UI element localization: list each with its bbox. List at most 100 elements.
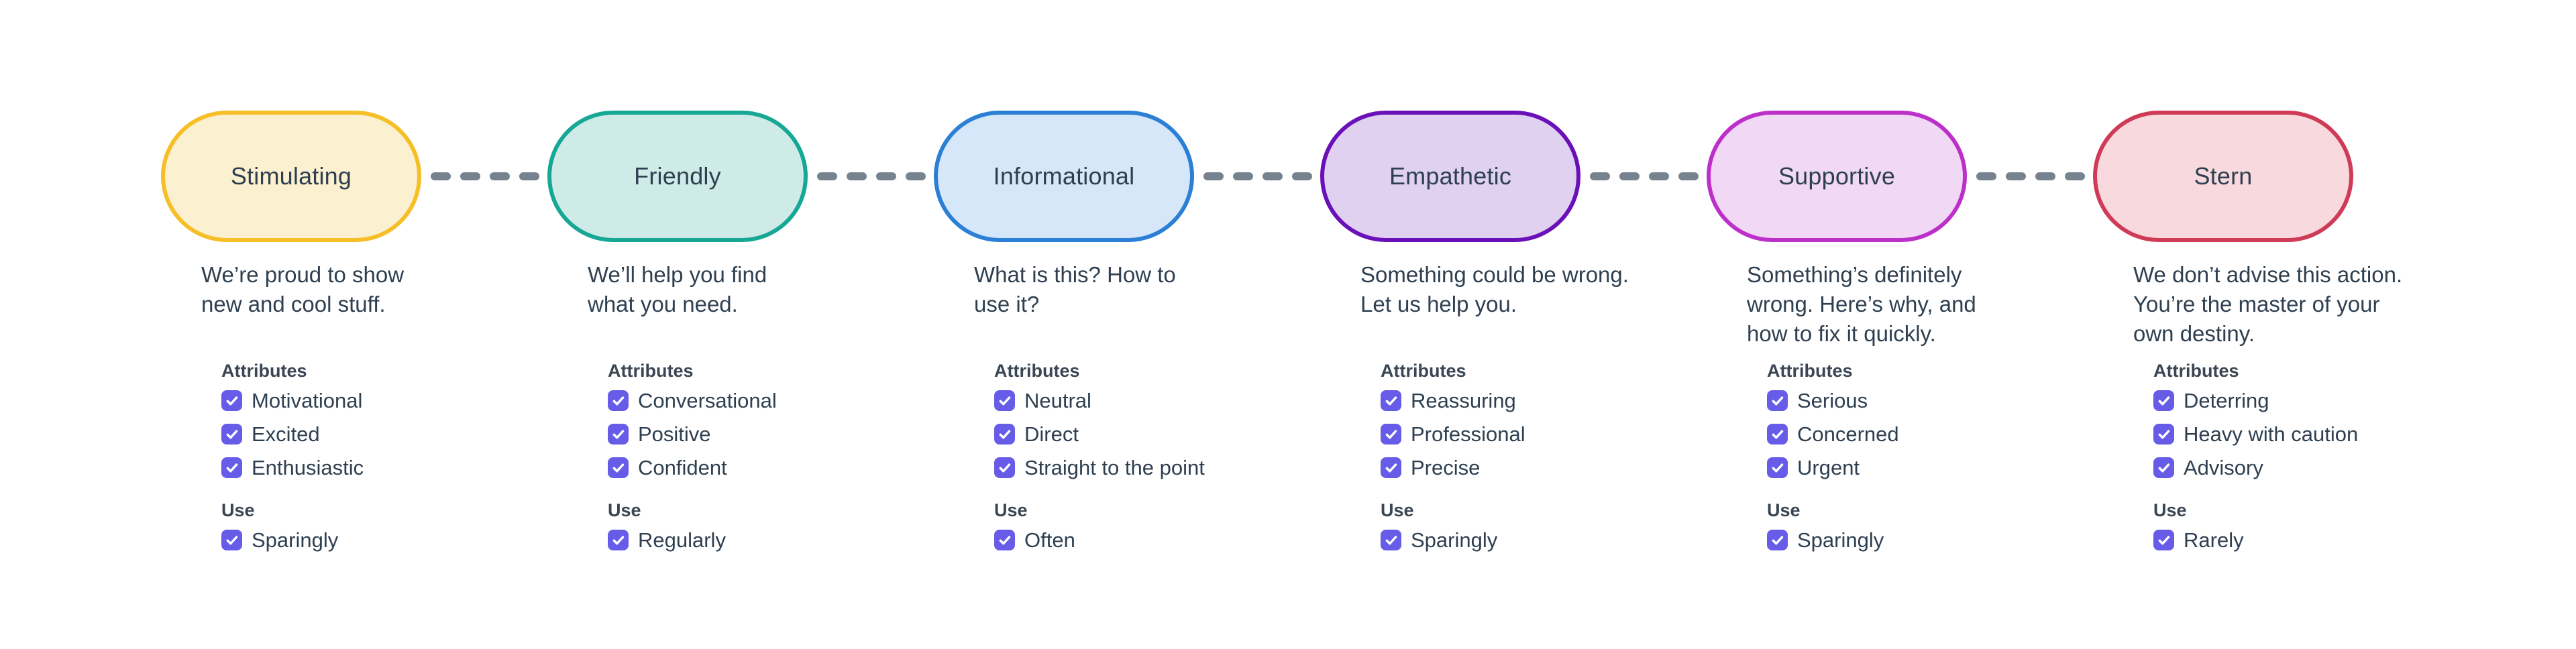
attribute-checkbox-row[interactable]: Positive — [608, 422, 777, 447]
checkbox-checked[interactable] — [2153, 424, 2174, 445]
attribute-label: Heavy with caution — [2184, 422, 2359, 446]
checkbox-checked[interactable] — [1767, 457, 1788, 478]
checkbox-checked[interactable] — [2153, 530, 2174, 550]
tone-description: We’ll help you find what you need. — [588, 260, 767, 319]
checkmark-icon — [612, 430, 625, 439]
tone-column: Informational What is this? How to use i… — [934, 0, 1320, 649]
tone-column: Stern We don’t advise this action. You’r… — [2093, 0, 2479, 649]
checkmark-icon — [1772, 463, 1784, 473]
tone-description: Something’s definitely wrong. Here’s why… — [1747, 260, 1976, 349]
description-line: You’re the master of your — [2133, 292, 2380, 316]
use-checkbox-row[interactable]: Sparingly — [1381, 528, 1497, 552]
attribute-checkbox-row[interactable]: Enthusiastic — [221, 455, 364, 480]
checkmark-icon — [999, 396, 1011, 406]
tone-pill: Stimulating — [161, 111, 421, 242]
tone-pill-label: Empathetic — [1389, 162, 1512, 190]
attribute-checkbox-row[interactable]: Confident — [608, 455, 777, 480]
use-checkbox-row[interactable]: Sparingly — [1767, 528, 1884, 552]
checkbox-checked[interactable] — [1381, 457, 1401, 478]
attribute-checkbox-row[interactable]: Direct — [994, 422, 1205, 447]
checkbox-checked[interactable] — [221, 424, 242, 445]
checkbox-checked[interactable] — [1381, 424, 1401, 445]
checkbox-checked[interactable] — [2153, 390, 2174, 411]
attribute-checkbox-row[interactable]: Heavy with caution — [2153, 422, 2358, 447]
checkbox-checked[interactable] — [608, 457, 629, 478]
use-heading: Use — [994, 500, 1028, 520]
attribute-checkbox-row[interactable]: Neutral — [994, 388, 1205, 413]
checkmark-icon — [226, 430, 238, 439]
attribute-checkbox-row[interactable]: Motivational — [221, 388, 364, 413]
attribute-checkbox-row[interactable]: Excited — [221, 422, 364, 447]
attribute-label: Confident — [638, 455, 727, 479]
attribute-checkbox-row[interactable]: Professional — [1381, 422, 1525, 447]
checkmark-icon — [2158, 430, 2170, 439]
checkbox-checked[interactable] — [1381, 530, 1401, 550]
checkmark-icon — [1772, 430, 1784, 439]
checkmark-icon — [999, 463, 1011, 473]
checkbox-checked[interactable] — [994, 530, 1015, 550]
checkbox-checked[interactable] — [994, 457, 1015, 478]
checkmark-icon — [999, 536, 1011, 545]
checkbox-checked[interactable] — [2153, 457, 2174, 478]
description-line: how to fix it quickly. — [1747, 321, 1936, 346]
attribute-checkbox-row[interactable]: Concerned — [1767, 422, 1899, 447]
attribute-checkbox-row[interactable]: Urgent — [1767, 455, 1899, 480]
description-line: We don’t advise this action. — [2133, 262, 2403, 287]
checkbox-checked[interactable] — [1767, 530, 1788, 550]
use-checkbox-row[interactable]: Often — [994, 528, 1075, 552]
attribute-checkbox-row[interactable]: Straight to the point — [994, 455, 1205, 480]
use-section: Use Rarely — [2153, 499, 2244, 561]
attributes-section: Attributes Serious Concerned Urgent — [1767, 359, 1899, 489]
attributes-section: Attributes Motivational Excited Enthusia… — [221, 359, 364, 489]
tone-column: Empathetic Something could be wrong. Let… — [1320, 0, 1707, 649]
checkbox-checked[interactable] — [1381, 390, 1401, 411]
attributes-section: Attributes Neutral Direct Straight to th… — [994, 359, 1205, 489]
checkmark-icon — [226, 396, 238, 406]
attribute-label: Straight to the point — [1024, 455, 1205, 479]
attribute-label: Positive — [638, 422, 711, 446]
use-section: Use Sparingly — [1767, 499, 1884, 561]
tone-pill-label: Informational — [993, 162, 1135, 190]
connector-dashed-line — [1590, 172, 1703, 180]
connector-dashed-line — [1976, 172, 2089, 180]
use-section: Use Sparingly — [1381, 499, 1497, 561]
attributes-section: Attributes Reassuring Professional Preci… — [1381, 359, 1525, 489]
checkbox-checked[interactable] — [221, 390, 242, 411]
checkbox-checked[interactable] — [1767, 424, 1788, 445]
use-label: Regularly — [638, 528, 726, 552]
use-checkbox-row[interactable]: Sparingly — [221, 528, 338, 552]
checkmark-icon — [1772, 536, 1784, 545]
attribute-checkbox-row[interactable]: Advisory — [2153, 455, 2358, 480]
use-heading: Use — [221, 500, 255, 520]
use-label: Sparingly — [1411, 528, 1498, 552]
description-line: new and cool stuff. — [201, 292, 386, 316]
attributes-section: Attributes Deterring Heavy with caution … — [2153, 359, 2358, 489]
attribute-checkbox-row[interactable]: Serious — [1767, 388, 1899, 413]
description-line: wrong. Here’s why, and — [1747, 292, 1976, 316]
tone-pill: Stern — [2093, 111, 2353, 242]
attribute-checkbox-row[interactable]: Precise — [1381, 455, 1525, 480]
checkbox-checked[interactable] — [608, 424, 629, 445]
use-checkbox-row[interactable]: Regularly — [608, 528, 726, 552]
use-section: Use Sparingly — [221, 499, 338, 561]
checkbox-checked[interactable] — [994, 390, 1015, 411]
attribute-checkbox-row[interactable]: Deterring — [2153, 388, 2358, 413]
checkmark-icon — [1385, 536, 1397, 545]
checkbox-checked[interactable] — [608, 390, 629, 411]
description-line: use it? — [974, 292, 1040, 316]
attribute-label: Excited — [252, 422, 320, 446]
use-heading: Use — [2153, 500, 2187, 520]
checkbox-checked[interactable] — [994, 424, 1015, 445]
description-line: Something could be wrong. — [1360, 262, 1629, 287]
tone-pill: Empathetic — [1320, 111, 1580, 242]
checkbox-checked[interactable] — [608, 530, 629, 550]
checkbox-checked[interactable] — [221, 457, 242, 478]
checkmark-icon — [2158, 396, 2170, 406]
use-checkbox-row[interactable]: Rarely — [2153, 528, 2244, 552]
checkbox-checked[interactable] — [1767, 390, 1788, 411]
checkbox-checked[interactable] — [221, 530, 242, 550]
attributes-heading: Attributes — [994, 361, 1080, 381]
attribute-checkbox-row[interactable]: Conversational — [608, 388, 777, 413]
attribute-checkbox-row[interactable]: Reassuring — [1381, 388, 1525, 413]
